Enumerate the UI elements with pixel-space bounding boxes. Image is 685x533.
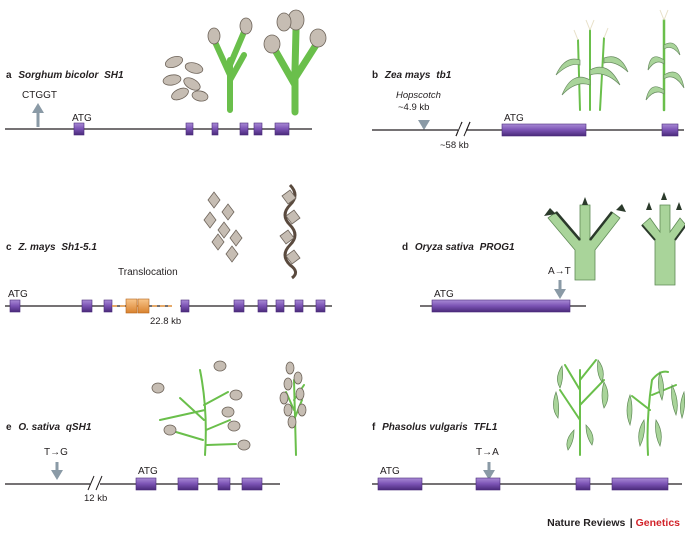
exon — [239, 122, 249, 136]
panel-a-letter: a — [6, 70, 12, 81]
svg-text:f Phasolus vulgaris: f Phasolus vulgaris TFL1 — [372, 422, 498, 433]
sorghum-shattering-branch — [207, 9, 327, 116]
exon — [177, 477, 199, 491]
rice-nonshattering-panicle-illustration — [279, 361, 307, 456]
translocated-segment — [137, 298, 150, 314]
panel-b-distance: ~58 kb — [440, 140, 469, 151]
panel-c-event: Translocation — [118, 267, 178, 278]
exon — [257, 299, 268, 313]
exon — [217, 477, 231, 491]
exon — [73, 122, 85, 136]
panel-c-species: Z. mays — [17, 242, 56, 253]
panel-a-atg: ATG — [72, 113, 92, 124]
exon — [611, 477, 669, 491]
svg-text:a Sorghum bicolor: a Sorghum bicolor SH1 — [6, 70, 124, 81]
panel-b-atg: ATG — [504, 113, 524, 124]
panel-d-mutation: A→T — [548, 266, 571, 277]
exon — [377, 477, 423, 491]
journal-section: Genetics — [636, 517, 681, 529]
exon — [185, 122, 194, 136]
panel-f-atg: ATG — [380, 466, 400, 477]
panel-d-letter: d — [402, 242, 408, 253]
svg-text:d Oryza sativa PRO: d Oryza sativa PROG1 — [402, 242, 515, 253]
panel-f: f Phasolus vulgaris TFL1 T→A ATG — [372, 359, 685, 491]
svg-text:b Zea mays tb1: b Zea mays tb1 — [372, 70, 452, 81]
journal-credit: Nature Reviews | Genetics — [547, 513, 680, 530]
panel-e-letter: e — [6, 422, 12, 433]
exon — [431, 299, 571, 313]
exon — [103, 299, 113, 313]
panel-a-species: Sorghum bicolor — [18, 70, 99, 81]
exon — [233, 299, 245, 313]
panel-c-atg: ATG — [8, 289, 28, 300]
panel-a: a Sorghum bicolor SH1 CTGGT — [5, 9, 327, 136]
panel-b-species: Zea mays — [384, 70, 431, 81]
panel-e-species: O. sativa — [18, 422, 60, 433]
panel-d: d Oryza sativa PROG1 A→T ATG — [402, 192, 685, 313]
sorghum-seeds-illustration — [162, 55, 209, 102]
journal-separator: | — [630, 517, 636, 529]
exon — [81, 299, 93, 313]
exon — [661, 123, 679, 137]
exon — [135, 477, 157, 491]
panel-b-element-size: ~4.9 kb — [398, 102, 429, 113]
exon — [211, 122, 219, 136]
panel-c-gene: Sh1-5.1 — [61, 242, 97, 253]
panel-d-gene: PROG1 — [480, 242, 515, 253]
panel-a-gene: SH1 — [104, 70, 124, 81]
svg-text:c Z. mays Sh1-5.1: c Z. mays Sh1-5.1 — [6, 242, 97, 253]
exon — [294, 299, 304, 313]
exon — [475, 477, 501, 491]
panel-e-distance: 12 kb — [84, 493, 107, 504]
panel-f-letter: f — [372, 422, 376, 433]
maize-kernels-illustration — [203, 191, 243, 263]
panel-e-mutation: T→G — [44, 447, 68, 458]
panel-c-distance: 22.8 kb — [150, 316, 181, 327]
panel-b: b Zea mays tb1 Hopscotch ~4.9 kb ~58 kb … — [372, 9, 685, 151]
exon — [315, 299, 326, 313]
panel-b-letter: b — [372, 70, 378, 81]
maize-plants-illustration — [555, 9, 685, 112]
panel-f-gene: TFL1 — [474, 422, 498, 433]
panel-e-atg: ATG — [138, 466, 158, 477]
panel-a-mutation: CTGGT — [22, 90, 57, 101]
panel-b-gene: tb1 — [436, 70, 451, 81]
panel-b-element: Hopscotch — [396, 90, 441, 101]
panel-f-mutation: T→A — [476, 447, 499, 458]
exon — [9, 299, 21, 313]
exon — [180, 299, 190, 313]
panel-f-species: Phasolus vulgaris — [382, 422, 468, 433]
panel-e-gene: qSH1 — [66, 422, 92, 433]
svg-text:e O. sativa qSH1: e O. sativa qSH1 — [6, 422, 92, 433]
panel-c: c Z. mays Sh1-5.1 Translocation ATG — [5, 183, 332, 327]
exon — [275, 299, 285, 313]
panel-e: e O. sativa qSH1 T→G — [5, 360, 307, 504]
exon — [501, 123, 587, 137]
exon — [274, 122, 290, 136]
translocated-segment — [125, 298, 138, 314]
panel-c-letter: c — [6, 242, 12, 253]
rice-plant-spreading-illustration — [544, 192, 685, 286]
maize-ear-rachis-illustration — [279, 183, 301, 280]
exon — [241, 477, 263, 491]
panel-d-species: Oryza sativa — [415, 242, 474, 253]
bean-plants-illustration — [553, 359, 685, 456]
rice-shattering-panicle-illustration — [151, 360, 251, 456]
journal-name: Nature Reviews — [547, 517, 625, 529]
exon — [575, 477, 591, 491]
exon — [253, 122, 263, 136]
panel-d-atg: ATG — [434, 289, 454, 300]
